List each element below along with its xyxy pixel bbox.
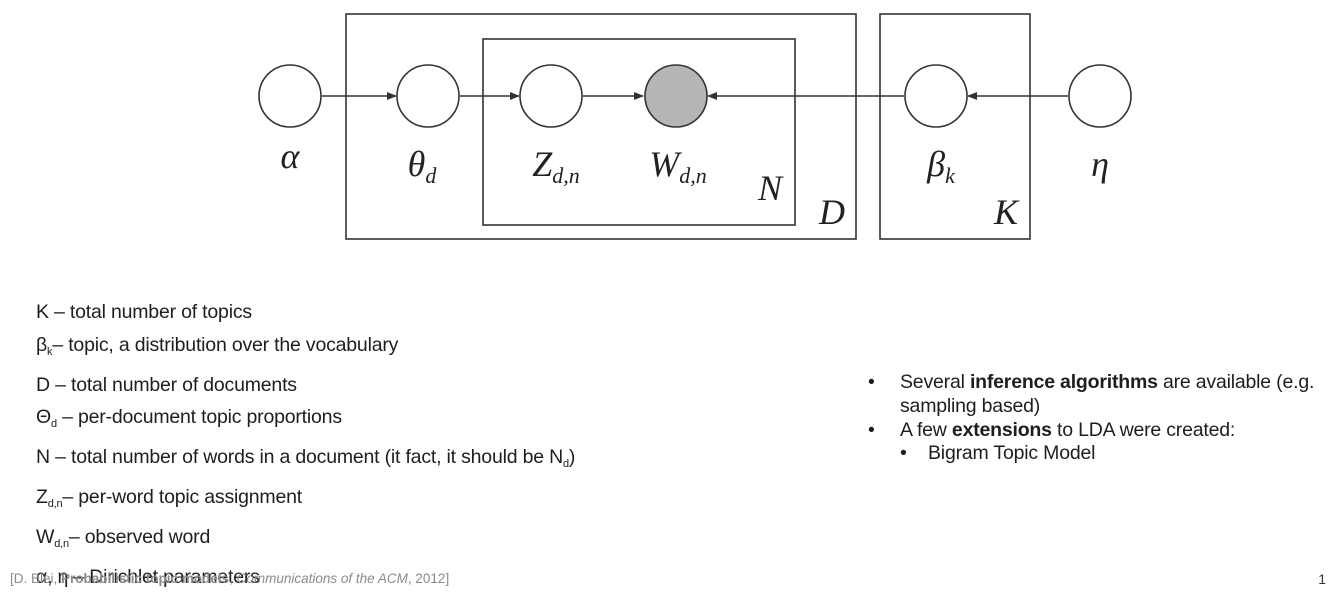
- sub-bullet-bigram: Bigram Topic Model: [868, 442, 1332, 466]
- plate-k: [879, 13, 1031, 240]
- plate-label-d: D: [818, 192, 845, 232]
- label-z: Zd,n: [532, 144, 580, 188]
- notes-bullet-list: Several inference algorithms are availab…: [868, 371, 1332, 466]
- node-z: [519, 64, 583, 128]
- node-theta: [396, 64, 460, 128]
- label-w: Wd,n: [649, 144, 707, 188]
- citation: [D. Blei, Probabilistic topic models, Co…: [10, 571, 450, 586]
- node-w-observed: [644, 64, 708, 128]
- definition-alpha-eta: α, η – Dirichlet parameters: [36, 565, 260, 588]
- node-alpha: [258, 64, 322, 128]
- label-eta: η: [1091, 144, 1109, 184]
- lda-plate-diagram: α θd Zd,n Wd,n βk η N D K: [258, 13, 1132, 240]
- node-eta: [1068, 64, 1132, 128]
- bullet-inference: Several inference algorithms are availab…: [868, 371, 1332, 419]
- definition-d: D – total number of documents: [36, 373, 297, 396]
- plate-label-n: N: [757, 168, 784, 208]
- definition-theta: Θd – per-document topic proportions: [36, 406, 342, 431]
- plate-n: [482, 38, 796, 226]
- symbol-definitions: K – total number of topics βk– topic, a …: [36, 296, 575, 593]
- plate-label-k: K: [993, 192, 1020, 232]
- label-alpha: α: [281, 136, 301, 176]
- definition-n: N – total number of words in a document …: [36, 446, 576, 471]
- page-number: 1: [1318, 571, 1326, 587]
- definition-w: Wd,n– observed word: [36, 525, 211, 550]
- definition-beta: βk– topic, a distribution over the vocab…: [36, 333, 399, 358]
- definition-z: Zd,n– per-word topic assignment: [36, 485, 302, 510]
- label-theta: θd: [408, 144, 438, 188]
- label-beta: βk: [926, 144, 956, 188]
- definition-k: K – total number of topics: [36, 301, 252, 323]
- node-beta: [904, 64, 968, 128]
- bullet-extensions: A few extensions to LDA were created:: [868, 419, 1332, 443]
- plate-d: [345, 13, 857, 240]
